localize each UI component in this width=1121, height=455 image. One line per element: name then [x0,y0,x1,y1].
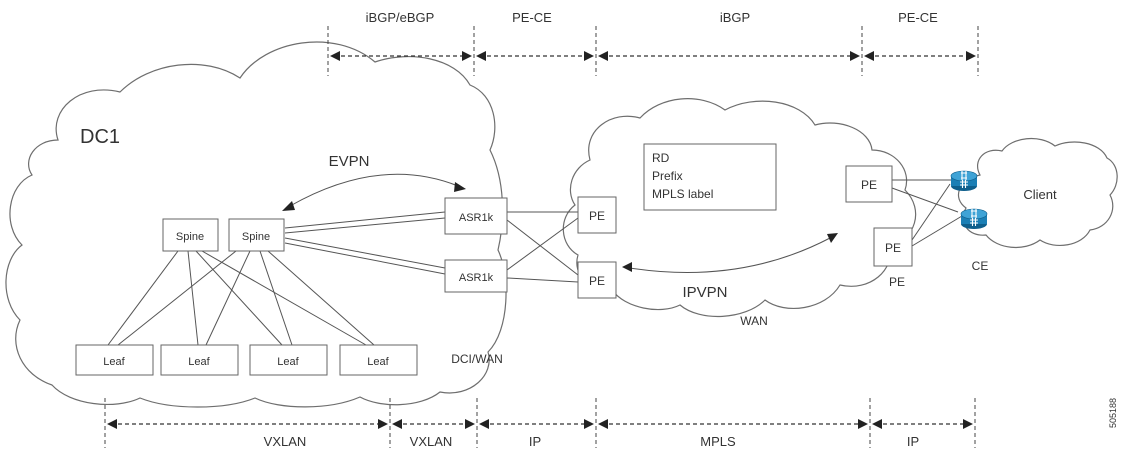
top-arrow-1 [330,51,472,61]
asr-label: ASR1k [459,212,494,224]
client-label: Client [1023,187,1057,202]
top-segment-label: iBGP [720,10,750,25]
evpn-arrow [282,173,466,211]
bottom-arrow-3 [479,419,594,429]
dci-wan-label: DCI/WAN [451,352,503,366]
info-box-line: MPLS label [652,187,713,201]
asr-pe-links [506,211,579,283]
client-cloud [957,137,1118,249]
spine-label: Spine [176,231,204,243]
router-icon [960,208,988,230]
leaf-label: Leaf [188,356,210,368]
leaf-node [249,344,328,376]
top-segment-label: PE-CE [512,10,552,25]
info-box-line: Prefix [652,169,683,183]
bottom-segment-label: VXLAN [410,434,453,449]
pe-label: PE [885,241,901,255]
ipvpn-arrow [622,233,838,274]
asr-node [444,197,508,235]
leaf-node [75,344,154,376]
asr-label: ASR1k [459,272,494,284]
evpn-label: EVPN [329,153,370,170]
leaf-label: Leaf [103,356,125,368]
pe-label: PE [861,178,877,192]
top-arrow-4 [864,51,976,61]
ipvpn-label: IPVPN [682,284,727,301]
router-icon [950,170,978,192]
spine-node [162,218,219,252]
bottom-arrow-2 [392,419,475,429]
pe-ce-links [891,179,963,247]
bottom-segment-label: VXLAN [264,434,307,449]
top-arrow-2 [476,51,594,61]
spine-node [228,218,285,252]
bottom-segment-label: IP [529,434,541,449]
leaf-label: Leaf [277,356,299,368]
ce-label: CE [972,259,989,273]
pe-label: PE [589,209,605,223]
bottom-segment-label: MPLS [700,434,736,449]
spine-asr-links [284,211,446,275]
bottom-arrow-1 [107,419,388,429]
info-box-line: RD [652,151,670,165]
bottom-segment-label: IP [907,434,919,449]
bottom-arrow-4 [598,419,868,429]
pe-node [577,196,617,234]
figure-number: 505188 [1108,398,1118,428]
leaf-node [160,344,239,376]
info-box [643,143,777,211]
top-arrow-3 [598,51,860,61]
top-segment-label: iBGP/eBGP [366,10,435,25]
pe-node [873,227,913,267]
pe-label: PE [589,274,605,288]
pe-node [577,261,617,299]
top-segment-label: PE-CE [898,10,938,25]
wan-label: WAN [740,314,768,328]
dc1-label: DC1 [80,126,120,148]
leaf-node [339,344,418,376]
spine-label: Spine [242,231,270,243]
dc1-cloud [5,41,507,408]
pe-caption: PE [889,275,905,289]
leaf-label: Leaf [367,356,389,368]
asr-node [444,259,508,293]
pe-node [845,165,893,203]
spine-leaf-links [107,250,375,346]
bottom-arrow-5 [872,419,973,429]
